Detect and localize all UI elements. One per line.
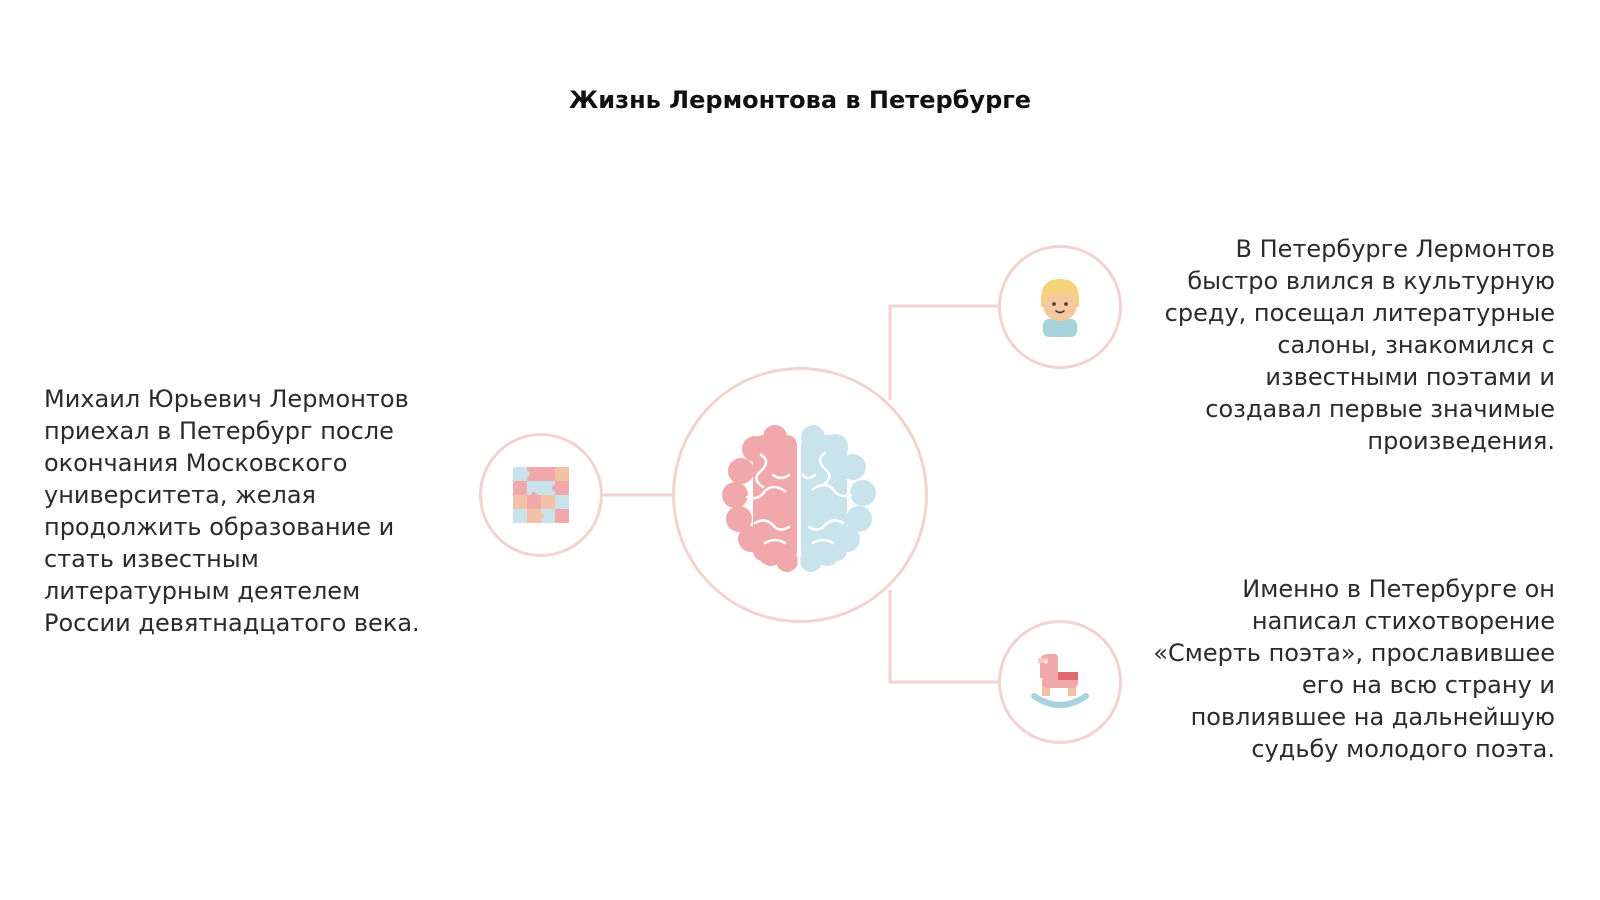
page-title: Жизнь Лермонтова в Петербурге <box>568 86 1032 114</box>
brain-icon <box>722 425 876 572</box>
text-left: Михаил Юрьевич Лермонтов приехал в Петер… <box>44 385 420 637</box>
center-node <box>672 367 928 623</box>
node-left <box>479 433 603 557</box>
node-top-right <box>998 245 1122 369</box>
text-bottom-right: Именно в Петербурге он написал стихотвор… <box>1153 575 1555 763</box>
text-top-right: В Петербурге Лермонтов быстро влился в к… <box>1164 235 1555 455</box>
node-bottom-right <box>998 620 1122 744</box>
rocking-horse-icon <box>1031 654 1089 708</box>
child-face-icon <box>1041 279 1079 337</box>
puzzle-icon <box>513 467 569 523</box>
connector-bottom-right <box>888 590 998 684</box>
connector-top-right <box>888 304 998 400</box>
